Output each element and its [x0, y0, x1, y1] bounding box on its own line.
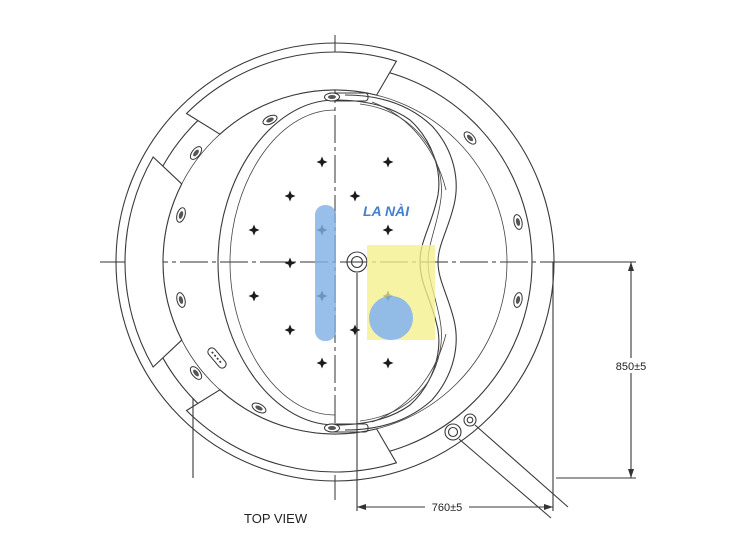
dimension-arrow-bottom	[628, 469, 634, 478]
side-jet-elongated	[207, 347, 227, 369]
rim-jet-nozzle	[515, 296, 521, 304]
dimension-label-horizontal: 760±5	[432, 502, 463, 514]
fitting-large-outer	[444, 423, 462, 441]
rim-jet-nozzle	[178, 296, 184, 304]
air-jet-marker	[284, 324, 296, 336]
dimension-label-vertical: 850±5	[616, 361, 647, 373]
drain-inner	[350, 255, 364, 269]
dimension-arrow-top	[628, 262, 634, 271]
outer-rim-circle	[115, 42, 555, 482]
air-jet-marker	[382, 156, 394, 168]
rim-jets	[176, 92, 523, 433]
rim-pad-left	[124, 156, 183, 368]
basin-seat-outline	[229, 109, 336, 416]
rim-jet-nozzle	[328, 94, 336, 100]
watermark-text: LA NÀI	[363, 203, 410, 219]
rim-jet	[513, 214, 523, 230]
watermark-blue-dot	[369, 296, 413, 340]
rim-jet	[251, 402, 267, 414]
fitting-large-inner	[447, 426, 459, 438]
rim-pad-top	[185, 51, 398, 135]
watermark-blue-bar	[315, 205, 336, 341]
rim-jet	[324, 423, 340, 433]
rim-jet-nozzle	[466, 134, 474, 142]
dimension-arrow-right	[544, 504, 553, 510]
rim-jet	[176, 292, 186, 308]
rim-jet-nozzle	[266, 117, 274, 123]
air-jet-marker	[284, 190, 296, 202]
rim-jet-nozzle	[193, 149, 199, 157]
air-jet-marker	[382, 357, 394, 369]
rim-jet	[176, 207, 186, 223]
rim-jet-nozzle	[193, 369, 199, 377]
dimension-arrow-left	[357, 504, 366, 510]
rim-jet-nozzle	[255, 405, 263, 411]
dimension-label-bg-vertical	[609, 358, 653, 373]
headrest-edge	[371, 101, 447, 423]
air-jet-marker	[316, 156, 328, 168]
watermark-logo: LA NÀI	[315, 203, 435, 341]
rim-jet	[189, 366, 203, 380]
rim-jet-nozzle	[328, 425, 336, 431]
air-jet-marker	[284, 257, 296, 269]
dimension-label-bg-horizontal	[425, 499, 469, 514]
headrest-outer	[344, 94, 457, 431]
air-jet-marker	[316, 357, 328, 369]
air-jet-marker	[248, 290, 260, 302]
drawing-title: TOP VIEW	[244, 511, 308, 526]
fitting-small-inner	[466, 416, 474, 424]
rim-jet	[324, 92, 340, 102]
side-jet-slots	[211, 351, 223, 365]
rim-jet	[513, 292, 523, 308]
rim-jet	[463, 131, 477, 145]
rim-pad-bottom	[185, 389, 398, 473]
rim-jet	[262, 114, 278, 126]
rim-jet-nozzle	[515, 218, 521, 226]
fitting-leader-line-1	[458, 438, 552, 519]
air-jet-marker	[382, 224, 394, 236]
air-jet-marker	[248, 224, 260, 236]
rim-pads	[124, 51, 398, 473]
air-jet-marker	[349, 324, 361, 336]
air-jet-marker	[349, 190, 361, 202]
rim-jet	[189, 146, 203, 160]
rim-jet-nozzle	[178, 211, 184, 219]
fitting-leader-line-2	[474, 424, 569, 508]
fitting-small-outer	[463, 413, 477, 427]
